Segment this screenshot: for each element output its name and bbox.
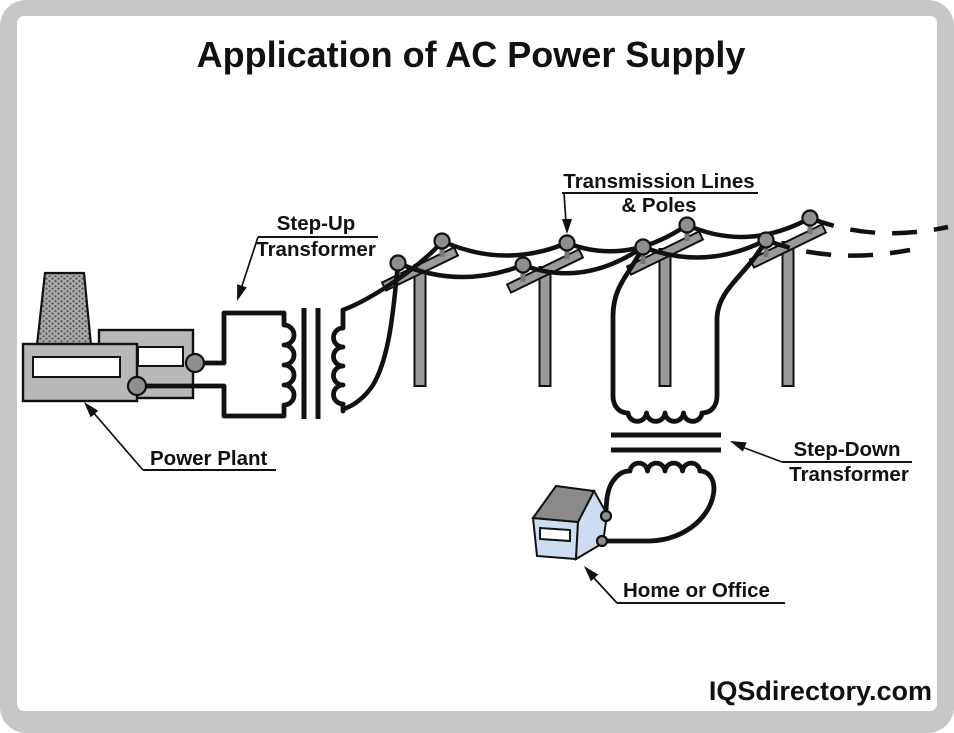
insulator-icon <box>433 232 451 250</box>
power-plant-front-window <box>32 356 121 378</box>
label-power-plant: Power Plant <box>84 402 276 471</box>
label-transmission-lines: Transmission Lines & Poles <box>562 170 758 234</box>
lower-wire-span-1 <box>395 260 526 280</box>
step-up-label-line2: Transformer <box>256 238 376 261</box>
pole-bar <box>781 241 795 387</box>
label-home-or-office: Home or Office <box>584 566 785 604</box>
insulator-icon <box>389 254 407 272</box>
wire-secondary-to-pole1-bottom <box>341 261 401 412</box>
pole-bar <box>658 248 672 387</box>
step-down-label-line2: Transformer <box>789 463 909 486</box>
insulator-icon <box>801 209 819 227</box>
lower-wire-span-3 <box>640 237 769 260</box>
leader-line <box>563 192 567 223</box>
home-label: Home or Office <box>623 579 770 602</box>
insulator-icon <box>678 216 696 234</box>
arrowhead-icon <box>84 402 99 418</box>
step-down-primary-winding <box>610 237 769 424</box>
transmission-label-line2: & Poles <box>621 194 696 217</box>
house-window <box>539 526 571 543</box>
arrowhead-icon <box>562 219 572 234</box>
plant-terminal-top <box>184 352 206 374</box>
step-down-transformer <box>601 237 769 544</box>
power-plant-back-window <box>137 346 184 367</box>
leader-line <box>741 446 783 463</box>
step-up-core-lines <box>301 308 321 419</box>
power-plant-chimney-icon <box>35 271 93 347</box>
house-connector-bottom <box>595 534 609 548</box>
arrowhead-icon <box>730 441 747 452</box>
upper-wire-span-2 <box>564 222 690 254</box>
lower-wire-dashed-continuation <box>765 237 911 258</box>
page-title: Application of AC Power Supply <box>197 34 746 75</box>
transmission-wires <box>340 215 949 412</box>
step-down-secondary-winding <box>601 460 717 544</box>
house-roof <box>531 484 596 524</box>
arrowhead-icon <box>237 284 247 301</box>
insulator-icon <box>558 234 576 252</box>
upper-wire-span-3 <box>684 215 813 240</box>
arrowhead-icon <box>584 566 599 582</box>
home-or-office-building <box>531 484 613 561</box>
step-up-transformer <box>138 307 346 419</box>
insulator-icon <box>514 256 532 274</box>
step-up-label-line1: Step-Up <box>277 212 356 235</box>
house-connector-top <box>599 509 613 523</box>
leader-line <box>91 410 144 471</box>
plant-terminal-bottom <box>126 375 148 397</box>
step-down-label-line1: Step-Down <box>793 438 900 461</box>
pole-bar <box>538 266 552 387</box>
step-up-primary-winding <box>138 310 297 419</box>
watermark: IQSdirectory.com <box>709 676 932 706</box>
step-up-secondary-winding <box>331 307 346 414</box>
upper-wire-dashed-continuation <box>809 215 949 236</box>
power-plant-label: Power Plant <box>150 447 268 470</box>
transmission-label-line1: Transmission Lines <box>563 170 754 193</box>
label-step-up-transformer: Step-Up Transformer <box>237 212 378 301</box>
label-step-down-transformer: Step-Down Transformer <box>730 438 912 486</box>
leader-line <box>592 576 618 604</box>
lower-wire-span-2 <box>520 244 646 276</box>
insulator-icon <box>634 238 652 256</box>
pole-bar <box>413 264 427 387</box>
step-down-core-lines <box>611 432 721 453</box>
power-plant <box>21 271 195 403</box>
leader-line <box>239 236 259 293</box>
insulators <box>126 209 819 397</box>
upper-wire-span-1 <box>439 238 570 258</box>
insulator-icon <box>757 231 775 249</box>
